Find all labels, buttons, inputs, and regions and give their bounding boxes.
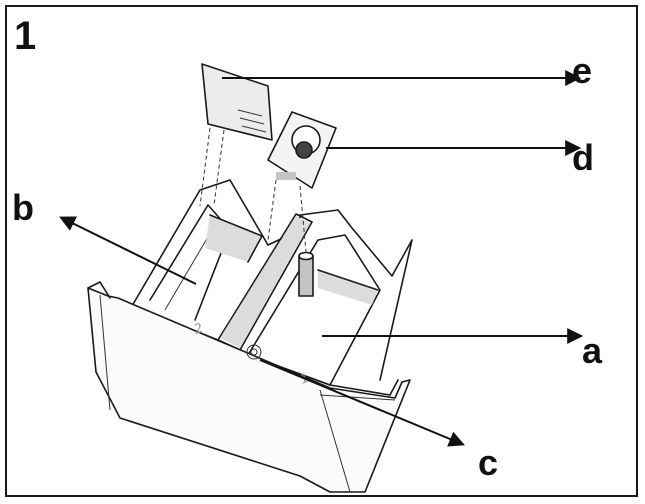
arrow-c (259, 359, 465, 447)
drawer-body: 2 1 (87, 179, 413, 493)
alignment-guides (199, 127, 307, 253)
label-d: d (572, 137, 594, 178)
label-a: a (582, 330, 603, 371)
arrow-b (59, 216, 197, 285)
insert-e-cover (201, 63, 273, 141)
label-b: b (12, 187, 34, 228)
figure-number: 1 (14, 14, 37, 58)
label-c: c (478, 442, 499, 483)
label-e: e (572, 50, 593, 91)
insert-d-cap (267, 111, 337, 189)
